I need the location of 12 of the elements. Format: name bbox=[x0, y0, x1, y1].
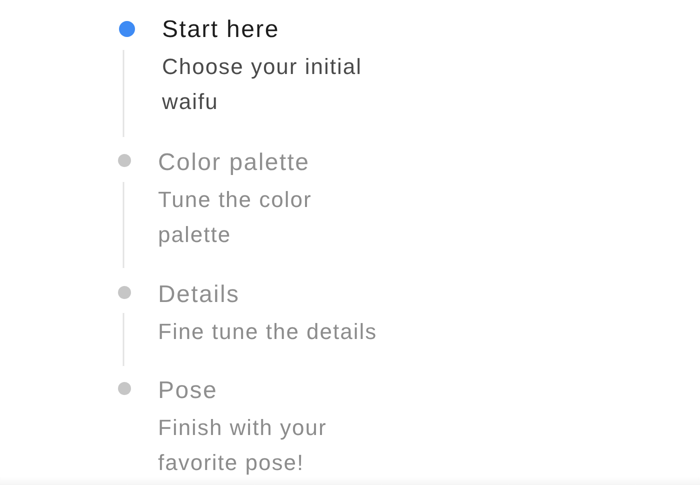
active-step-dot bbox=[118, 20, 135, 37]
step-dot bbox=[118, 382, 131, 394]
step-description: Finish with your favorite pose! bbox=[158, 414, 328, 477]
step-description: Tune the color palette bbox=[158, 186, 313, 249]
step-title: Details bbox=[158, 280, 240, 310]
step-dot bbox=[118, 154, 131, 167]
step-description: Choose your initial waifu bbox=[162, 53, 363, 116]
step-title: Pose bbox=[158, 376, 218, 406]
step-title: Color palette bbox=[158, 148, 310, 178]
step-description: Fine tune the details bbox=[158, 318, 378, 346]
step-dot bbox=[118, 286, 131, 298]
step-title: Start here bbox=[162, 15, 280, 45]
